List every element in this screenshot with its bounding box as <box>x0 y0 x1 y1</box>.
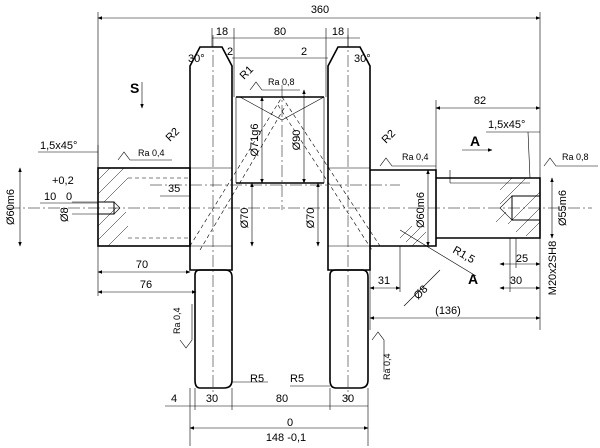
dim-left: 1,5x45° Ra 0,4 R2 +0,2 10 0 Ø60m6 35 Ø8 … <box>5 126 197 296</box>
dim-overall-label: 360 <box>311 4 329 16</box>
roughness-far-right: Ra 0,8 <box>543 152 598 167</box>
dim-30b: 30° <box>354 53 371 65</box>
dim-80bot: 80 <box>276 393 288 405</box>
dim-25: 25 <box>516 253 528 265</box>
r2-right: R2 <box>380 128 398 146</box>
d90: Ø90 <box>291 130 303 151</box>
dim-76: 76 <box>140 279 152 291</box>
dim-70len: 70 <box>136 259 148 271</box>
left-web <box>189 46 233 389</box>
d71g6: Ø71g6 <box>249 123 261 156</box>
m20: M20x2SH8 <box>547 241 559 295</box>
r2-left: R2 <box>164 126 182 144</box>
section-a-label-bottom: A <box>468 271 478 287</box>
dim-30a: 30° <box>188 53 205 65</box>
d70b: Ø70 <box>305 208 317 229</box>
left-hatch <box>97 167 129 247</box>
ra04-lower-right: Ra 0,4 <box>382 353 392 380</box>
dim-136: (136) <box>435 305 461 317</box>
d60m6-left: Ø60m6 <box>5 189 17 225</box>
dim-2b: 2 <box>301 46 307 58</box>
crank-pin <box>189 96 381 251</box>
dim-right-mid: R2 Ra 0,4 Ra 0,8 Ø60m6 Ø55m6 R1,5 Ø8 <box>379 128 598 307</box>
d8-right: Ø8 <box>412 283 431 302</box>
ra08-right: Ra 0,8 <box>562 152 589 162</box>
r5b: R5 <box>290 373 304 385</box>
roughness-right: Ra 0,4 <box>379 152 436 167</box>
right-hatch <box>495 177 541 237</box>
dim-82: 82 <box>474 95 486 107</box>
ra04-lower-left: Ra 0,4 <box>172 307 182 334</box>
view-s: S <box>130 80 144 109</box>
mid-hatch <box>399 225 427 247</box>
left-shaft <box>97 167 191 247</box>
dim-2a: 2 <box>227 46 233 58</box>
dim-30-right: 30 <box>510 275 522 287</box>
dim-148: 148 -0,1 <box>266 432 306 444</box>
d8-left: Ø8 <box>59 207 71 222</box>
dim-top-row: 18 80 18 2 2 30° 30° R1 Ra 0,8 <box>188 26 371 97</box>
chamfer-left: 1,5x45° <box>40 140 77 152</box>
dim-right-top: 82 1,5x45° <box>435 95 541 179</box>
dim-bottom: R5 R5 4 30 80 30 0 148 -0,1 <box>165 373 369 446</box>
roughness-top: Ra 0,8 <box>249 77 300 91</box>
right-shaft <box>370 169 541 247</box>
d55m6: Ø55m6 <box>557 190 569 226</box>
dim-r1: R1 <box>238 64 256 82</box>
dim-30a: 30 <box>206 393 218 405</box>
d35: 35 <box>168 183 180 195</box>
dim-overall: 360 <box>97 4 541 178</box>
dim-inner: Ø71g6 Ø90 Ø70 Ø70 <box>239 89 320 247</box>
dim-0: 0 <box>287 417 293 429</box>
roughness-lower: Ra 0,4 Ra 0,4 <box>172 304 392 380</box>
section-a-label-top: A <box>470 133 480 149</box>
dim-18b: 18 <box>332 26 344 38</box>
tol-10: 10 <box>44 191 56 203</box>
ra04-left: Ra 0,4 <box>138 148 165 158</box>
r5a: R5 <box>250 373 264 385</box>
section-a-top: A <box>462 133 493 152</box>
right-web <box>327 46 371 389</box>
dim-18a: 18 <box>216 26 228 38</box>
d70a: Ø70 <box>239 208 251 229</box>
chamfer-right: 1,5x45° <box>488 119 525 131</box>
dim-80top: 80 <box>274 26 286 38</box>
dim-4: 4 <box>171 393 177 405</box>
tol-plus: +0,2 <box>52 175 74 187</box>
section-a-bottom: A <box>468 271 478 287</box>
ra08-top: Ra 0,8 <box>268 77 295 87</box>
roughness-left: Ra 0,4 <box>117 148 172 161</box>
dim-30b: 30 <box>342 393 354 405</box>
view-s-label: S <box>130 80 139 96</box>
dim-31: 31 <box>378 275 390 287</box>
tol-0: 0 <box>66 191 72 203</box>
dim-right-bottom: 31 25 30 M20x2SH8 (136) <box>369 238 559 330</box>
d60m6-right: Ø60m6 <box>415 192 427 228</box>
ra04-right: Ra 0,4 <box>402 152 429 162</box>
